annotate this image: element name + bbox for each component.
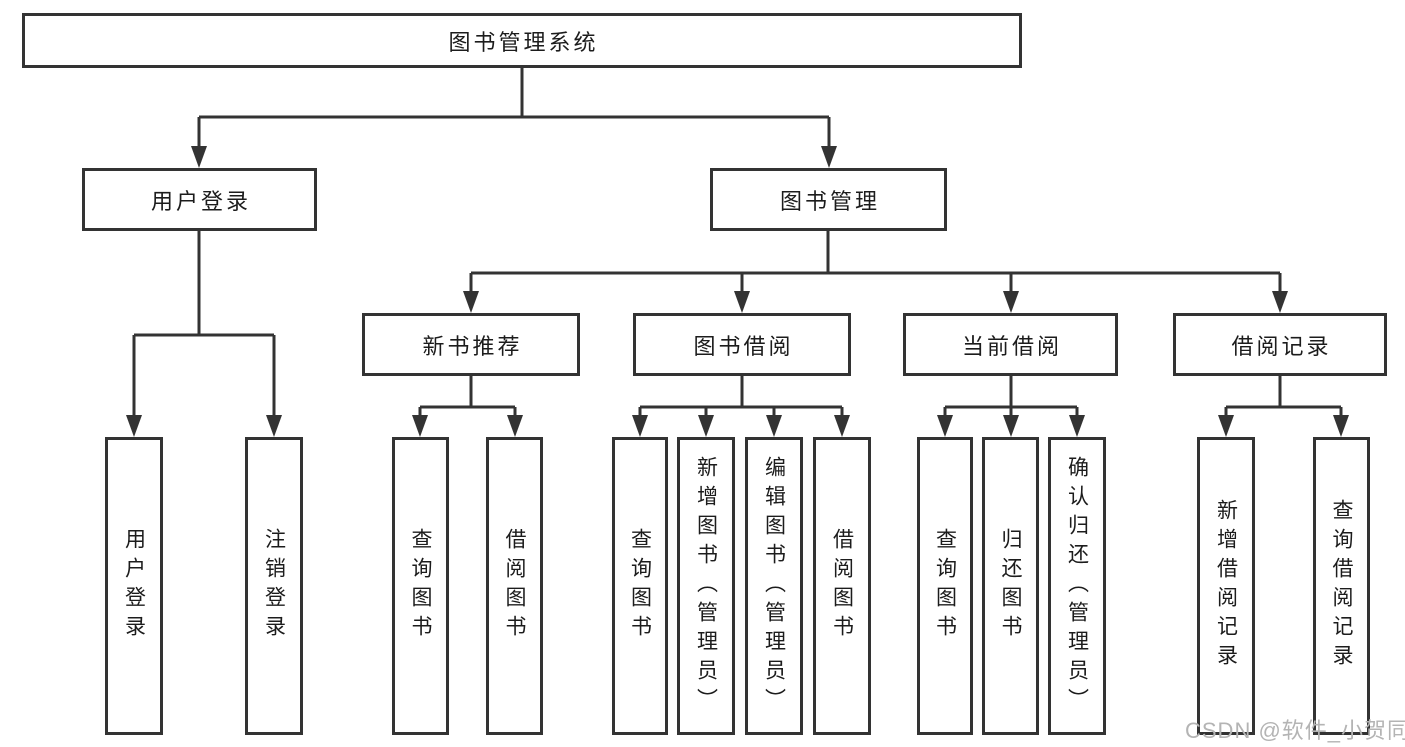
node-book-borrowing: 图书借阅 <box>633 313 851 376</box>
leaf-current-search-books: 查询图书 <box>917 437 973 735</box>
node-book-management: 图书管理 <box>710 168 947 231</box>
leaf-records-search-borrow-record: 查询借阅记录 <box>1313 437 1370 735</box>
watermark: CSDN @软件_小贺同学 <box>1185 718 1405 743</box>
leaf-borrowing-add-books-admin: 新增图书（管理员） <box>677 437 735 735</box>
node-new-book-recommendation: 新书推荐 <box>362 313 580 376</box>
leaf-borrowing-edit-books-admin: 编辑图书（管理员） <box>745 437 803 735</box>
leaf-borrowing-search-books: 查询图书 <box>612 437 668 735</box>
arrowheads <box>126 146 1349 437</box>
node-borrowing-records: 借阅记录 <box>1173 313 1387 376</box>
leaf-current-confirm-return-admin: 确认归还（管理员） <box>1048 437 1106 735</box>
node-user-login: 用户登录 <box>82 168 317 231</box>
leaf-recommend-search-books: 查询图书 <box>392 437 449 735</box>
leaf-current-return-books: 归还图书 <box>982 437 1039 735</box>
node-current-borrowing: 当前借阅 <box>903 313 1118 376</box>
leaf-borrowing-borrow-books: 借阅图书 <box>813 437 871 735</box>
leaf-logout: 注销登录 <box>245 437 303 735</box>
leaf-records-add-borrow-record: 新增借阅记录 <box>1197 437 1255 735</box>
node-root: 图书管理系统 <box>22 13 1022 68</box>
leaf-recommend-borrow-books: 借阅图书 <box>486 437 543 735</box>
leaf-user-login: 用户登录 <box>105 437 163 735</box>
